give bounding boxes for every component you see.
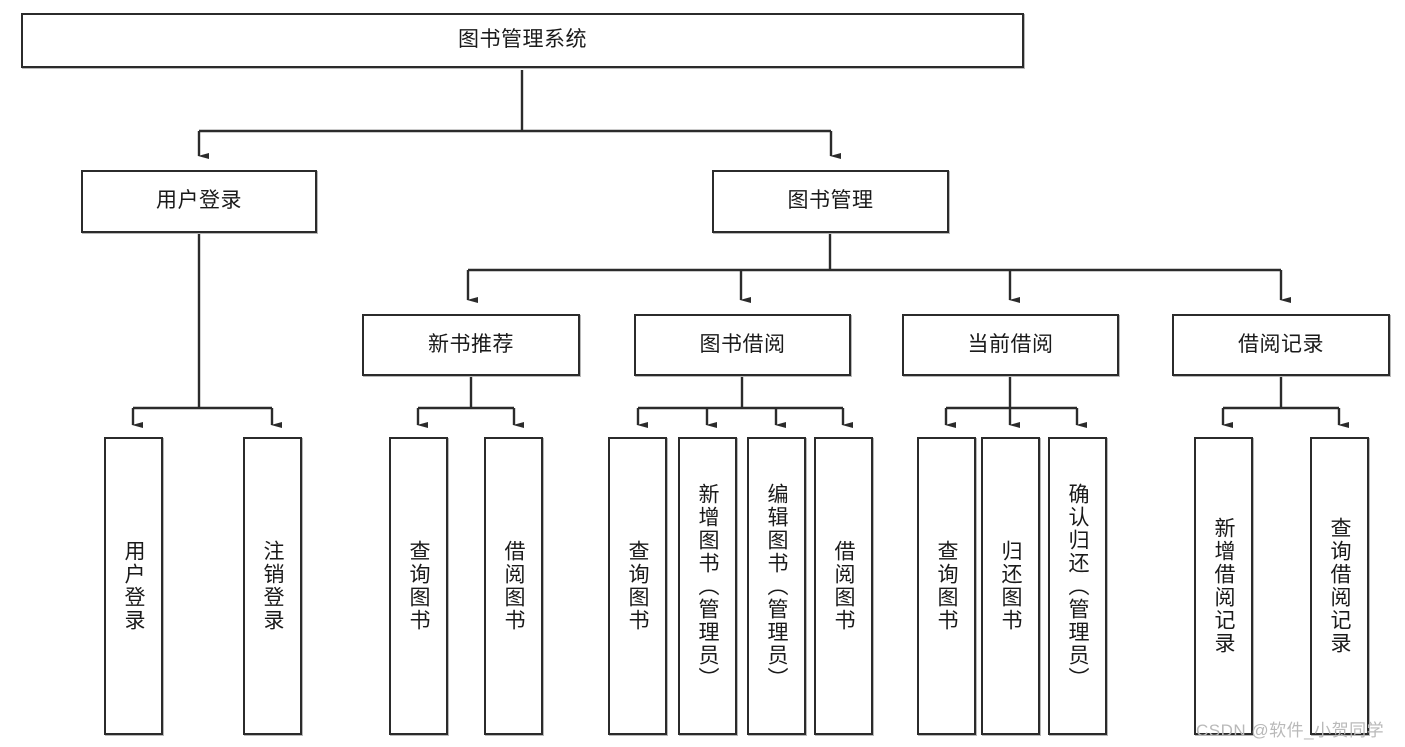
leaf-book-borrow-add-book-admin[interactable]: 新增图书（管理员） [678, 437, 737, 735]
node-label: 图书管理系统 [458, 28, 587, 52]
node-label: 新增图书（管理员） [696, 482, 719, 690]
node-label: 归还图书 [999, 540, 1022, 632]
leaf-current-borrow-return-book[interactable]: 归还图书 [981, 437, 1040, 735]
node-root-book-management-system[interactable]: 图书管理系统 [21, 13, 1024, 68]
node-book-management[interactable]: 图书管理 [712, 170, 949, 233]
node-label: 注销登录 [261, 540, 284, 632]
node-label: 新增借阅记录 [1212, 517, 1235, 655]
node-label: 查询图书 [935, 540, 958, 632]
watermark-text: CSDN @软件_小贺同学 [1196, 721, 1385, 740]
node-label: 借阅记录 [1238, 332, 1324, 356]
node-label: 当前借阅 [967, 332, 1054, 356]
node-label: 图书借阅 [699, 332, 786, 356]
node-label: 新书推荐 [428, 332, 514, 356]
leaf-new-book-borrow-book[interactable]: 借阅图书 [484, 437, 543, 735]
node-new-book-recommend[interactable]: 新书推荐 [362, 314, 580, 376]
node-label: 查询借阅记录 [1328, 517, 1351, 655]
leaf-user-login-logout[interactable]: 注销登录 [243, 437, 302, 735]
node-borrow-record[interactable]: 借阅记录 [1172, 314, 1390, 376]
leaf-borrow-record-add-record[interactable]: 新增借阅记录 [1194, 437, 1253, 735]
node-user-login[interactable]: 用户登录 [81, 170, 317, 233]
leaf-book-borrow-edit-book-admin[interactable]: 编辑图书（管理员） [747, 437, 806, 735]
leaf-current-borrow-confirm-return-admin[interactable]: 确认归还（管理员） [1048, 437, 1107, 735]
node-label: 用户登录 [122, 540, 145, 632]
node-label: 借阅图书 [832, 540, 855, 632]
node-current-borrow[interactable]: 当前借阅 [902, 314, 1119, 376]
node-label: 查询图书 [407, 540, 430, 632]
node-book-borrow[interactable]: 图书借阅 [634, 314, 851, 376]
node-label: 用户登录 [156, 189, 242, 213]
node-label: 借阅图书 [502, 540, 525, 632]
node-label: 确认归还（管理员） [1066, 482, 1089, 690]
leaf-book-borrow-query-book[interactable]: 查询图书 [608, 437, 667, 735]
leaf-user-login-login[interactable]: 用户登录 [104, 437, 163, 735]
leaf-borrow-record-query-record[interactable]: 查询借阅记录 [1310, 437, 1369, 735]
node-label: 编辑图书（管理员） [765, 482, 788, 690]
leaf-current-borrow-query-book[interactable]: 查询图书 [917, 437, 976, 735]
leaf-new-book-query-book[interactable]: 查询图书 [389, 437, 448, 735]
leaf-book-borrow-borrow-book[interactable]: 借阅图书 [814, 437, 873, 735]
node-label: 查询图书 [626, 540, 649, 632]
node-label: 图书管理 [787, 189, 874, 213]
